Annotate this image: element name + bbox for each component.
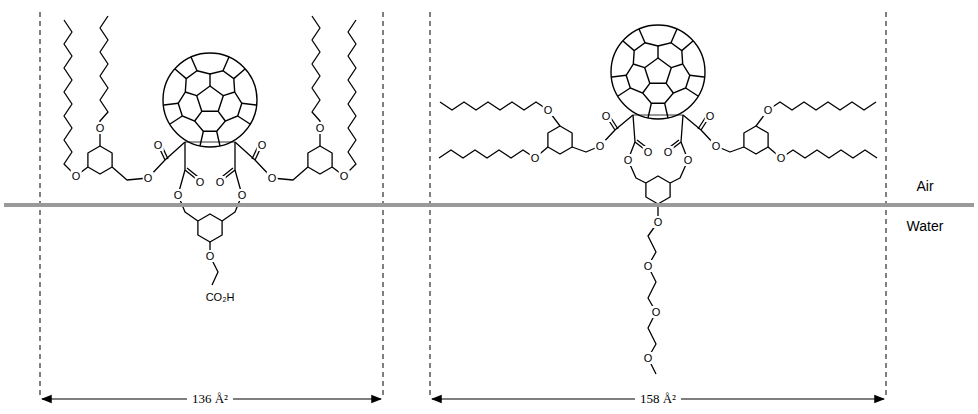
atom-label: O [683, 154, 694, 166]
atom-label: O [215, 176, 226, 188]
atom-label: O [643, 146, 654, 158]
atom-label: O [153, 139, 164, 151]
atom-label: O [237, 189, 248, 201]
atom-label: O [623, 154, 634, 166]
atom-label: O [763, 104, 774, 116]
atom-label: O [643, 352, 654, 364]
phase-label: Water [907, 218, 944, 234]
atom-label: O [173, 189, 184, 201]
atom-label: O [339, 170, 350, 182]
atom-label: O [71, 170, 82, 182]
atom-label: O [257, 139, 268, 151]
atom-label: O [315, 122, 326, 134]
atom-label: O [543, 104, 554, 116]
atom-label: O [195, 176, 206, 188]
atom-label: O [205, 250, 216, 262]
atom-label: O [267, 172, 278, 184]
area-dimension: 136 Å² [187, 391, 233, 407]
atom-label: O [776, 152, 787, 164]
atom-label: O [643, 260, 654, 272]
phase-label: Air [916, 178, 933, 194]
area-dimension: 158 Å² [635, 391, 681, 407]
atom-label: O [595, 140, 606, 152]
atom-label: O [651, 306, 662, 318]
atom-label: O [711, 140, 722, 152]
atom-label: O [653, 216, 664, 228]
atom-label: O [705, 110, 716, 122]
atom-label: O [530, 152, 541, 164]
atom-label: O [143, 172, 154, 184]
atom-label: O [601, 110, 612, 122]
atom-label: O [663, 146, 674, 158]
formula-label: CO₂H [205, 291, 236, 303]
atom-label: O [95, 122, 106, 134]
